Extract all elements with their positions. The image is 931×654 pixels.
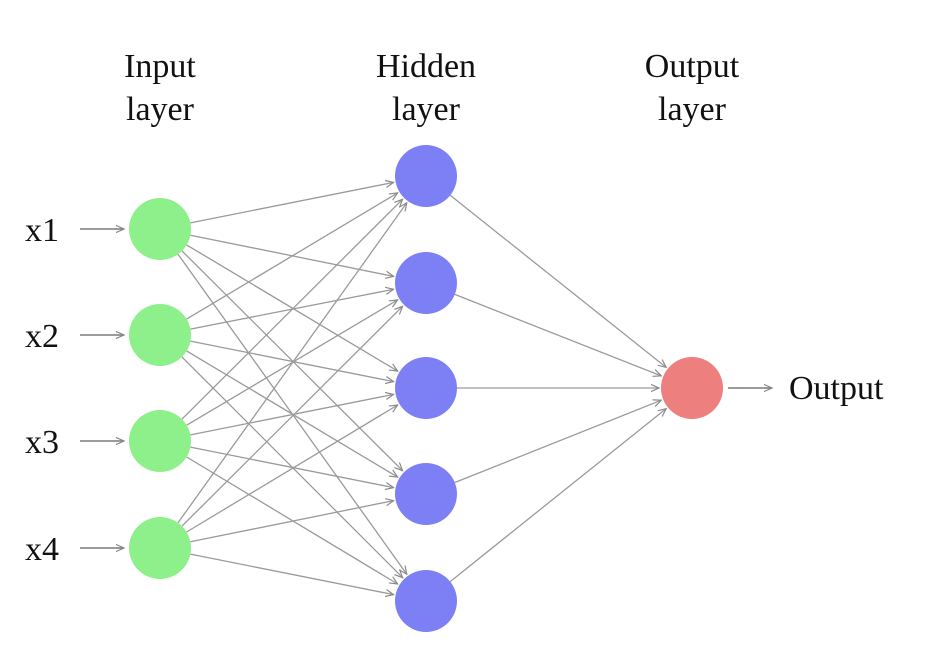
output-layer-title-line1: Output [645,48,740,85]
edge-hidden-1-to-output [449,194,666,367]
edge-input-3-to-hidden-1 [181,199,403,420]
input-label-x4: x4 [25,531,59,568]
edge-hidden-4-to-output [454,400,662,484]
network-nodes [129,145,723,632]
edge-hidden-2-to-output [454,293,662,376]
edge-input-4-to-hidden-3 [186,405,398,533]
edge-input-4-to-hidden-2 [181,306,403,527]
hidden-node-1 [395,145,457,207]
edge-input-3-to-hidden-5 [186,456,398,584]
edge-input-4-to-hidden-1 [177,203,407,524]
input-node-3 [129,410,191,472]
edge-input-1-to-hidden-1 [190,182,393,224]
edge-input-3-to-hidden-3 [190,394,393,436]
connection-edges [177,182,666,595]
hidden-node-2 [395,252,457,314]
edge-input-2-to-hidden-1 [186,193,398,320]
hidden-layer-title-line2: layer [392,91,461,128]
input-label-x2: x2 [25,318,59,355]
edge-input-1-to-hidden-3 [186,244,398,371]
edge-input-3-to-hidden-4 [190,446,393,488]
edge-hidden-5-to-output [449,409,666,583]
input-layer-title-line2: layer [126,91,195,128]
hidden-node-5 [395,570,457,632]
output-label: Output [789,370,884,407]
hidden-node-3 [395,357,457,419]
edge-input-4-to-hidden-5 [190,553,393,595]
input-label-x1: x1 [25,212,59,249]
input-node-4 [129,517,191,579]
input-label-x3: x3 [25,424,59,461]
hidden-layer-title-line1: Hidden [376,48,476,85]
input-layer-title-line1: Input [124,48,196,85]
edge-input-4-to-hidden-4 [190,501,393,543]
edge-input-2-to-hidden-3 [190,340,393,382]
input-node-2 [129,304,191,366]
input-node-1 [129,198,191,260]
hidden-node-4 [395,463,457,525]
input-arrows: x1 x2 x3 x4 [25,212,124,568]
output-node [661,357,723,419]
output-layer-title-line2: layer [658,91,727,128]
